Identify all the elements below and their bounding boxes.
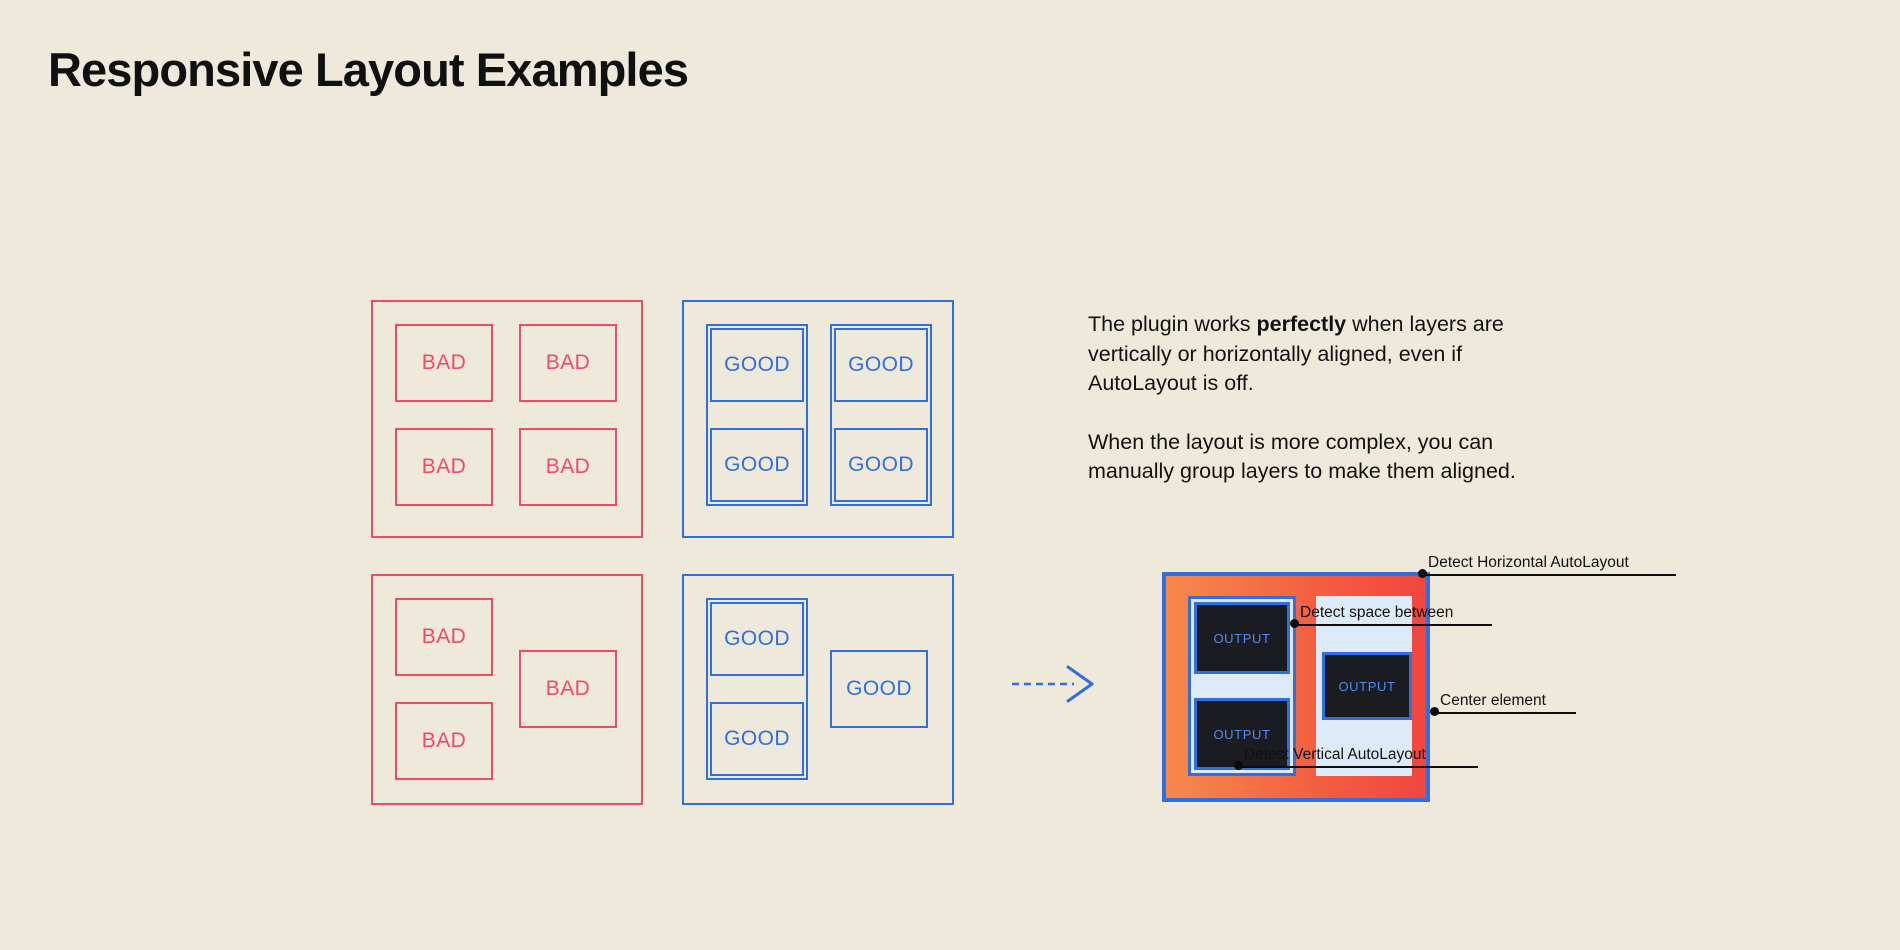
callout-detect-space-between: Detect space between — [1290, 602, 1492, 628]
good-grid-item: GOOD — [710, 428, 804, 502]
plugin-output-diagram: OUTPUT OUTPUT OUTPUT — [1162, 572, 1430, 802]
callout-label: Detect space between — [1300, 604, 1454, 621]
good-grid-group-left — [706, 324, 808, 506]
output-box-right-center: OUTPUT — [1322, 652, 1412, 720]
bad-grid-item: BAD — [395, 428, 493, 506]
callout-detect-vertical-autolayout: Detect Vertical AutoLayout — [1234, 744, 1478, 770]
example-good-complex-frame: GOOD GOOD GOOD — [682, 574, 954, 805]
good-complex-group-left — [706, 598, 808, 780]
page-title: Responsive Layout Examples — [48, 43, 689, 96]
callout-label: Detect Vertical AutoLayout — [1244, 746, 1426, 763]
good-complex-item: GOOD — [710, 602, 804, 676]
good-complex-item: GOOD — [830, 650, 928, 728]
good-grid-item: GOOD — [710, 328, 804, 402]
dashed-right-arrow-icon — [1012, 664, 1096, 704]
example-bad-grid-frame: BAD BAD BAD BAD — [371, 300, 643, 538]
callout-anchor-dot — [1430, 707, 1439, 716]
callout-label: Detect Horizontal AutoLayout — [1428, 554, 1629, 571]
bad-grid-item: BAD — [519, 324, 617, 402]
example-good-grid-frame: GOOD GOOD GOOD GOOD — [682, 300, 954, 538]
good-grid-group-right — [830, 324, 932, 506]
good-grid-item: GOOD — [834, 428, 928, 502]
explanation-paragraph-1: The plugin works perfectly when layers a… — [1088, 310, 1558, 399]
callout-leader-line — [1290, 619, 1492, 628]
callout-center-element: Center element — [1430, 690, 1576, 716]
callout-anchor-dot — [1418, 569, 1427, 578]
explanation-text: The plugin works perfectly when layers a… — [1088, 310, 1558, 487]
output-box-bottom-left: OUTPUT — [1194, 698, 1290, 770]
callout-anchor-dot — [1234, 761, 1243, 770]
bad-complex-item: BAD — [395, 702, 493, 780]
callout-leader-line — [1418, 569, 1676, 578]
explanation-p1-strong: perfectly — [1256, 312, 1347, 336]
bad-complex-item: BAD — [519, 650, 617, 728]
bad-grid-item: BAD — [519, 428, 617, 506]
callout-detect-horizontal-autolayout: Detect Horizontal AutoLayout — [1418, 552, 1676, 578]
callout-leader-line — [1234, 761, 1478, 770]
callout-label: Center element — [1440, 692, 1546, 709]
good-complex-item: GOOD — [710, 702, 804, 776]
bad-complex-item: BAD — [395, 598, 493, 676]
good-grid-item: GOOD — [834, 328, 928, 402]
callout-anchor-dot — [1290, 619, 1299, 628]
explanation-p1-tail: when layers are vertically or horizontal… — [1088, 312, 1504, 395]
explanation-p1-lead: The plugin works — [1088, 312, 1257, 336]
explanation-paragraph-2: When the layout is more complex, you can… — [1088, 429, 1516, 484]
output-box-top-left: OUTPUT — [1194, 602, 1290, 674]
callout-leader-line — [1430, 707, 1576, 716]
bad-grid-item: BAD — [395, 324, 493, 402]
example-bad-complex-frame: BAD BAD BAD — [371, 574, 643, 805]
